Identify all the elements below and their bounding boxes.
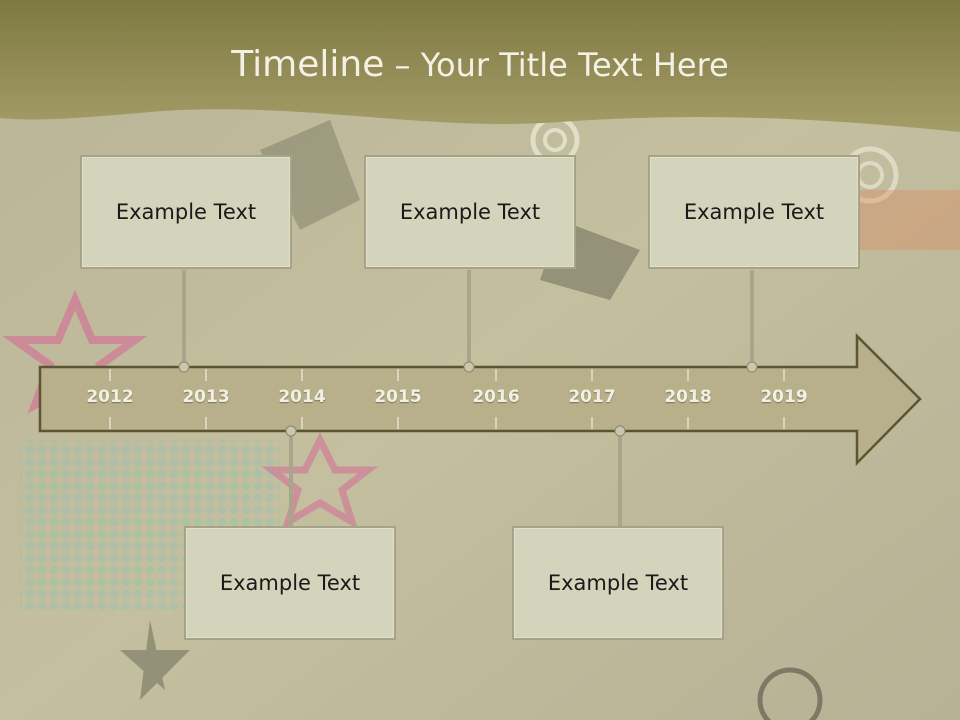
slide-title: Timeline – Your Title Text Here: [0, 44, 960, 85]
header-band: [0, 0, 960, 132]
event-box-top: Example Text: [364, 155, 576, 269]
event-text: Example Text: [219, 571, 361, 595]
title-separator: –: [384, 46, 421, 84]
year-label: 2018: [664, 387, 712, 407]
year-label: 2017: [568, 387, 616, 407]
year-label: 2015: [374, 387, 422, 407]
year-label: 2014: [278, 387, 326, 407]
title-sub: Your Title Text Here: [420, 46, 729, 84]
year-label: 2013: [182, 387, 230, 407]
year-label: 2012: [86, 387, 134, 407]
event-text: Example Text: [547, 571, 689, 595]
dark-star-decoration: [120, 620, 190, 700]
event-text: Example Text: [399, 200, 541, 224]
connector-dot: [614, 425, 626, 437]
timeline-arrow: [38, 332, 922, 467]
star-badge-decoration: [757, 667, 823, 720]
connector-dot: [178, 361, 190, 373]
event-box-bottom: Example Text: [512, 526, 724, 640]
pink-star-decoration: [261, 432, 379, 530]
event-box-top: Example Text: [80, 155, 292, 269]
year-label: 2019: [760, 387, 808, 407]
connector-dot: [285, 425, 297, 437]
event-text: Example Text: [683, 200, 825, 224]
title-main: Timeline: [231, 44, 385, 85]
connector-dot: [463, 361, 475, 373]
event-box-bottom: Example Text: [184, 526, 396, 640]
year-label: 2016: [472, 387, 520, 407]
connector-dot: [746, 361, 758, 373]
event-text: Example Text: [115, 200, 257, 224]
event-box-top: Example Text: [648, 155, 860, 269]
